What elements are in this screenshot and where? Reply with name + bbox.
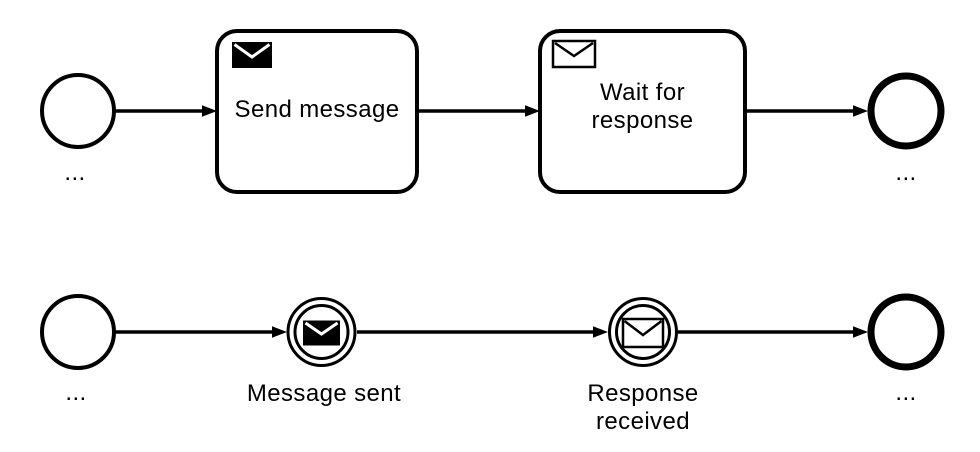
start-event-circle — [40, 294, 116, 370]
start-event-label: ... — [65, 379, 86, 406]
task-flow-row: ... Send message Wait for response — [40, 29, 945, 194]
wait-task-label-line2: response — [592, 107, 694, 134]
sequence-flow — [357, 326, 608, 338]
response-received-label-line2: received — [596, 408, 690, 435]
arrowhead-icon — [593, 326, 608, 338]
sequence-flow — [115, 326, 287, 338]
start-event: ... — [40, 294, 116, 406]
arrowhead-icon — [853, 326, 868, 338]
start-event: ... — [40, 73, 116, 186]
message-sent-label: Message sent — [247, 380, 401, 407]
sequence-flow — [745, 105, 868, 117]
send-task-label: Send message — [235, 96, 400, 123]
send-message-task: Send message — [215, 29, 419, 194]
outlined-envelope-icon — [621, 317, 665, 349]
filled-envelope-icon — [303, 320, 340, 346]
end-event-circle — [867, 72, 945, 150]
end-event-circle — [867, 293, 945, 371]
arrowhead-icon — [202, 105, 217, 117]
arrowhead-icon — [853, 105, 868, 117]
filled-envelope-icon — [232, 42, 272, 68]
sequence-flow — [417, 105, 540, 117]
message-throw-event: Message sent — [247, 297, 401, 407]
start-event-label: ... — [64, 159, 85, 186]
arrowhead-icon — [525, 105, 540, 117]
end-event-label: ... — [895, 379, 916, 406]
event-flow-row: ... Message sent Response rece — [40, 293, 945, 435]
sequence-flow — [115, 105, 217, 117]
arrowhead-icon — [272, 326, 287, 338]
start-event-circle — [40, 73, 116, 149]
wait-for-response-task: Wait for response — [538, 29, 747, 194]
outlined-envelope-icon — [551, 39, 597, 69]
message-catch-event: Response received — [587, 297, 698, 435]
sequence-flow — [678, 326, 868, 338]
end-event: ... — [867, 72, 945, 186]
end-event: ... — [867, 293, 945, 406]
task-border — [538, 29, 747, 194]
task-border — [215, 29, 419, 194]
end-event-label: ... — [895, 159, 916, 186]
response-received-label-line1: Response — [587, 380, 698, 407]
wait-task-label-line1: Wait for — [600, 79, 685, 106]
